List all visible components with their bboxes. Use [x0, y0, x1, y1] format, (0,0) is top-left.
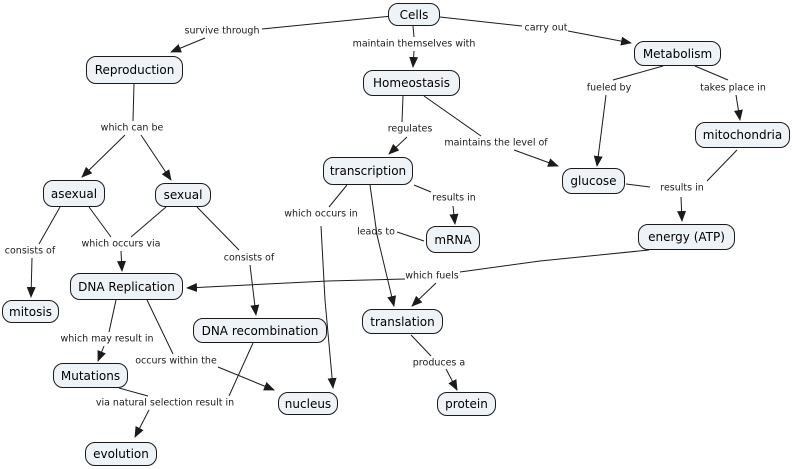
edge-dna-recombination-to-via-natural-selection — [228, 342, 254, 397]
node-sexual[interactable]: sexual — [155, 183, 211, 207]
node-reproduction[interactable]: Reproduction — [86, 56, 183, 84]
edge-homeostasis-to-maintains-level — [423, 95, 482, 137]
edge-transcription-to-which-occurs-in — [328, 184, 348, 208]
edge-survive-through-to-reproduction — [170, 37, 206, 53]
link-label-carry-out: carry out — [524, 22, 568, 34]
link-label-which-may-result-in: which may result in — [60, 333, 154, 345]
node-mutations[interactable]: Mutations — [53, 363, 128, 388]
edge-leads-to-to-mrna — [396, 231, 425, 242]
link-label-via-natural-selection: via natural selection result in — [95, 397, 235, 409]
edge-cells-to-maintain-themselves — [412, 25, 415, 38]
node-dna-replication[interactable]: DNA Replication — [70, 273, 183, 300]
edge-consists-of-right-to-dna-recombination — [249, 264, 260, 316]
edge-homeostasis-to-regulates — [401, 95, 404, 123]
link-label-results-in-left: results in — [432, 192, 476, 204]
link-label-which-occurs-via: which occurs via — [81, 238, 161, 250]
edge-glucose-to-results-in-right — [625, 183, 651, 188]
edge-sexual-to-which-occurs-via — [130, 206, 167, 238]
edge-fueled-by-to-glucose — [593, 94, 607, 167]
link-label-occurs-within-the: occurs within the — [135, 355, 217, 367]
edge-metabolism-to-takes-place-in — [694, 65, 729, 81]
edge-which-may-result-in-to-mutations — [97, 345, 106, 362]
node-metabolism[interactable]: Metabolism — [634, 41, 721, 66]
node-protein[interactable]: protein — [437, 392, 496, 416]
edge-occurs-within-the-to-nucleus — [217, 366, 275, 391]
link-label-regulates: regulates — [387, 123, 433, 135]
node-cells[interactable]: Cells — [388, 3, 440, 26]
edge-mitochondria-to-results-in-right — [706, 149, 738, 182]
edge-transcription-to-translation — [369, 184, 397, 307]
link-label-leads-to: leads to — [357, 226, 395, 238]
link-label-survive-through: survive through — [184, 25, 260, 37]
edge-sexual-to-consists-of-right — [196, 206, 240, 251]
node-mrna[interactable]: mRNA — [426, 226, 480, 253]
link-label-which-can-be: which can be — [100, 122, 164, 134]
edge-cells-to-carry-out — [439, 16, 523, 27]
edge-results-in-right-to-energy — [677, 196, 687, 222]
edge-metabolism-to-fueled-by — [612, 65, 664, 81]
edge-maintains-level-to-glucose — [513, 149, 559, 167]
edge-translation-to-produces-a — [410, 334, 432, 357]
node-asexual[interactable]: asexual — [43, 180, 105, 207]
link-label-maintain-themselves: maintain themselves with — [352, 38, 476, 50]
node-evolution[interactable]: evolution — [85, 442, 157, 466]
edge-cells-to-survive-through — [261, 15, 393, 30]
node-mitosis[interactable]: mitosis — [2, 300, 59, 323]
link-label-which-fuels: which fuels — [405, 270, 459, 282]
edge-transcription-to-results-in-left — [413, 184, 432, 193]
edge-which-fuels-to-translation — [411, 282, 437, 307]
edge-which-can-be-to-sexual — [140, 134, 172, 181]
node-nucleus[interactable]: nucleus — [278, 392, 338, 415]
node-glucose[interactable]: glucose — [562, 168, 625, 194]
edge-produces-a-to-protein — [445, 368, 458, 391]
link-label-maintains-the-level-of: maintains the level of — [444, 137, 548, 149]
edge-dna-replication-to-which-may-result-in — [108, 299, 117, 333]
edge-dna-replication-to-occurs-within-the — [146, 299, 174, 355]
edge-which-can-be-to-asexual — [81, 134, 126, 178]
link-label-results-in-right: results in — [660, 182, 704, 194]
edge-asexual-to-which-occurs-via — [88, 206, 112, 238]
edge-maintain-themselves-to-homeostasis — [409, 50, 419, 68]
edge-results-in-left-to-mrna — [449, 205, 459, 225]
edge-regulates-to-transcription — [388, 136, 408, 155]
link-label-takes-place-in: takes place in — [700, 82, 766, 94]
edge-takes-place-in-to-mitochondria — [733, 94, 743, 121]
node-energy-atp[interactable]: energy (ATP) — [638, 224, 735, 250]
edge-which-occurs-in-to-nucleus — [320, 225, 337, 389]
node-dna-recombination[interactable]: DNA recombination — [193, 318, 327, 343]
node-homeostasis[interactable]: Homeostasis — [363, 70, 460, 96]
link-label-consists-of-right: consists of — [223, 252, 275, 264]
edge-which-fuels-to-dna-replication — [186, 278, 406, 292]
edge-consists-of-left-to-mitosis — [26, 257, 36, 298]
node-mitochondria[interactable]: mitochondria — [695, 122, 790, 148]
link-label-which-occurs-in: which occurs in — [284, 208, 358, 220]
link-label-produces-a: produces a — [412, 357, 466, 369]
edge-which-occurs-via-to-dna-replication — [117, 250, 126, 272]
edge-mutations-to-via-natural-selection — [118, 387, 149, 397]
edge-energy-to-which-fuels — [459, 249, 650, 273]
link-label-consists-of-left: consists of — [4, 245, 56, 257]
edge-reproduction-to-which-can-be — [132, 83, 135, 122]
node-translation[interactable]: translation — [362, 309, 443, 334]
edge-asexual-to-consists-of-left — [38, 206, 61, 245]
edge-carry-out-to-metabolism — [567, 30, 632, 46]
link-label-fueled-by: fueled by — [586, 82, 632, 94]
node-transcription[interactable]: transcription — [323, 157, 413, 185]
edge-via-natural-selection-to-evolution — [134, 409, 150, 438]
